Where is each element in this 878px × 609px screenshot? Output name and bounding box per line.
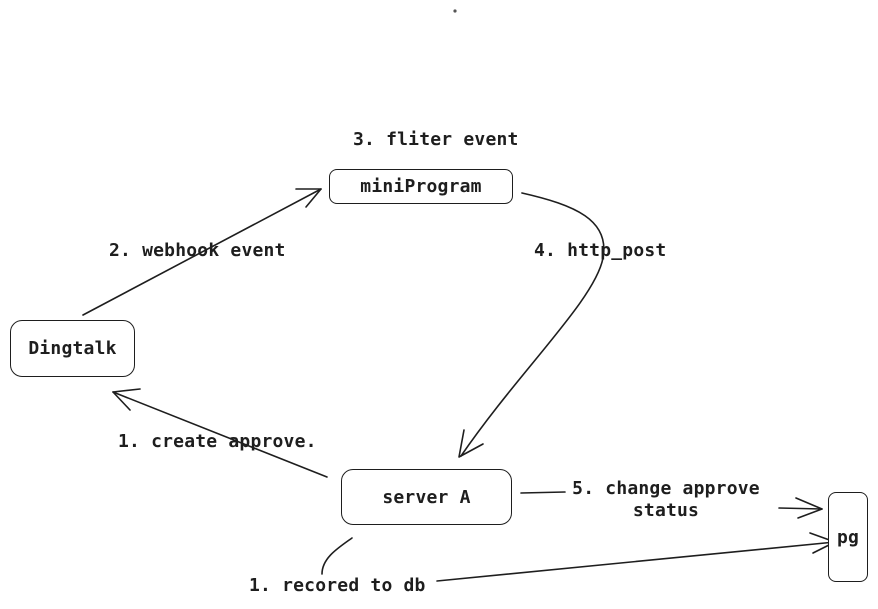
dingtalk-node[interactable]: Dingtalk [10, 320, 135, 377]
change-status-label: 5. change approve status [566, 478, 766, 522]
change-status-label-line2: status [632, 500, 700, 521]
create-approve-label: 1. create approve. [118, 431, 317, 452]
stray-dot [453, 9, 457, 13]
change-status-arrowhead [795, 497, 823, 519]
recored-to-db-curve [321, 537, 353, 575]
http-post-label: 4. http_post [534, 240, 667, 261]
http-post-arrow [460, 192, 605, 457]
webhook-arrowhead [295, 188, 322, 208]
webhook-event-label: 2. webhook event [109, 240, 286, 261]
recored-to-db-label: 1. recored to db [249, 575, 426, 596]
server-a-node-label: server A [382, 486, 471, 508]
recored-to-db-arrow [436, 541, 836, 582]
http-post-arrowhead [458, 429, 484, 458]
filter-event-label: 3. fliter event [353, 129, 519, 150]
miniprogram-node-label: miniProgram [360, 176, 482, 197]
dingtalk-node-label: Dingtalk [28, 338, 117, 359]
server-a-node[interactable]: server A [341, 469, 512, 525]
pg-node-label: pg [836, 526, 860, 548]
change-status-line-short [520, 491, 566, 494]
create-approve-arrowhead [112, 388, 141, 411]
change-status-arrow [778, 507, 823, 510]
pg-node[interactable]: pg [828, 492, 868, 582]
miniprogram-node[interactable]: miniProgram [329, 169, 513, 204]
change-status-label-line1: 5. change approve [572, 478, 760, 499]
